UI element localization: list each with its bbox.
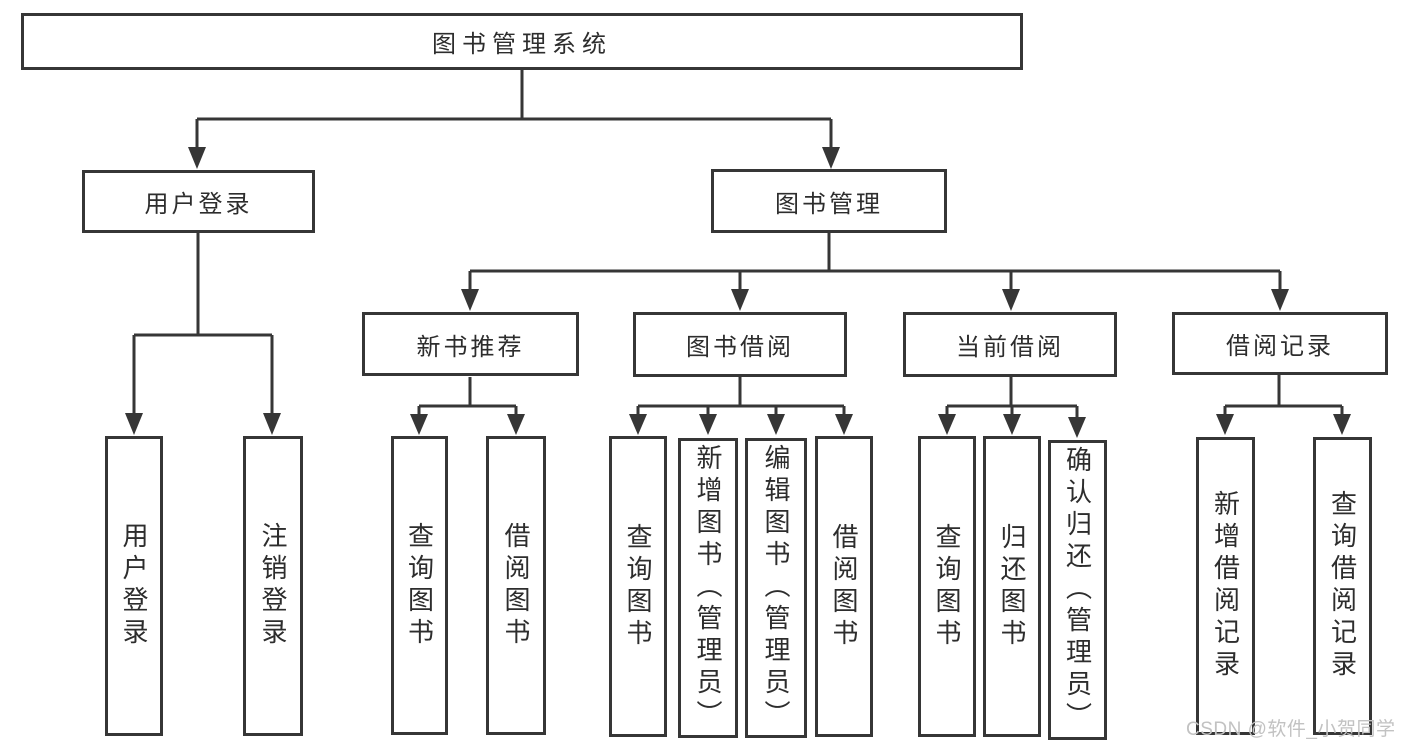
node-book-management-label: 图书管理 xyxy=(775,190,883,218)
node-cb-confirm-return-admin: 确认归还（管理员） xyxy=(1048,440,1107,740)
node-bb-borrow-books-label: 借阅图书 xyxy=(829,522,859,651)
connector-book-borrow-children xyxy=(629,377,853,435)
node-bb-edit-books-admin: 编辑图书（管理员） xyxy=(745,438,807,738)
connector-root-to-level2 xyxy=(188,70,840,169)
node-book-borrow: 图书借阅 xyxy=(633,312,847,377)
node-cb-return-books-label: 归还图书 xyxy=(997,522,1027,651)
connector-borrow-record-children xyxy=(1216,375,1351,435)
node-borrow-record-label: 借阅记录 xyxy=(1226,333,1334,360)
node-current-borrow: 当前借阅 xyxy=(903,312,1117,377)
node-bb-query-books: 查询图书 xyxy=(609,436,667,737)
connector-current-borrow-children xyxy=(938,377,1086,438)
node-bb-query-books-label: 查询图书 xyxy=(623,522,653,651)
node-book-borrow-label: 图书借阅 xyxy=(686,334,794,361)
node-login: 用户登录 xyxy=(105,436,163,736)
node-nb-query-books: 查询图书 xyxy=(391,436,448,735)
node-br-query-record: 查询借阅记录 xyxy=(1313,437,1372,735)
node-br-query-record-label: 查询借阅记录 xyxy=(1327,490,1358,682)
node-user-login: 用户登录 xyxy=(82,170,315,233)
node-new-book-recommend-label: 新书推荐 xyxy=(416,333,525,361)
node-login-label: 用户登录 xyxy=(119,522,149,650)
node-logout: 注销登录 xyxy=(243,436,303,736)
node-root-system: 图书管理系统 xyxy=(21,13,1023,70)
connector-new-book-children xyxy=(410,377,525,435)
csdn-watermark: CSDN @软件_小贺同学 xyxy=(1186,719,1396,740)
connector-book-mgmt-children xyxy=(461,233,1289,311)
node-user-login-label: 用户登录 xyxy=(144,191,253,218)
node-new-book-recommend: 新书推荐 xyxy=(362,312,579,376)
node-bb-edit-books-admin-label: 编辑图书（管理员） xyxy=(761,444,791,732)
node-current-borrow-label: 当前借阅 xyxy=(956,334,1064,361)
connector-user-login-children xyxy=(125,233,281,435)
node-br-add-record-label: 新增借阅记录 xyxy=(1210,490,1241,682)
node-bb-add-books-admin: 新增图书（管理员） xyxy=(678,438,738,738)
node-borrow-record: 借阅记录 xyxy=(1172,312,1388,375)
node-br-add-record: 新增借阅记录 xyxy=(1196,437,1255,735)
node-cb-confirm-return-admin-label: 确认归还（管理员） xyxy=(1062,446,1093,734)
node-cb-query-books-label: 查询图书 xyxy=(932,522,962,651)
node-cb-query-books: 查询图书 xyxy=(918,436,976,737)
node-nb-query-books-label: 查询图书 xyxy=(404,521,435,650)
node-bb-borrow-books: 借阅图书 xyxy=(815,436,873,737)
node-cb-return-books: 归还图书 xyxy=(983,436,1041,737)
node-root-system-label: 图书管理系统 xyxy=(432,31,612,58)
node-nb-borrow-books: 借阅图书 xyxy=(486,436,546,735)
node-bb-add-books-admin-label: 新增图书（管理员） xyxy=(693,444,723,732)
node-logout-label: 注销登录 xyxy=(258,522,288,650)
node-book-management: 图书管理 xyxy=(711,169,947,233)
node-nb-borrow-books-label: 借阅图书 xyxy=(501,521,531,650)
